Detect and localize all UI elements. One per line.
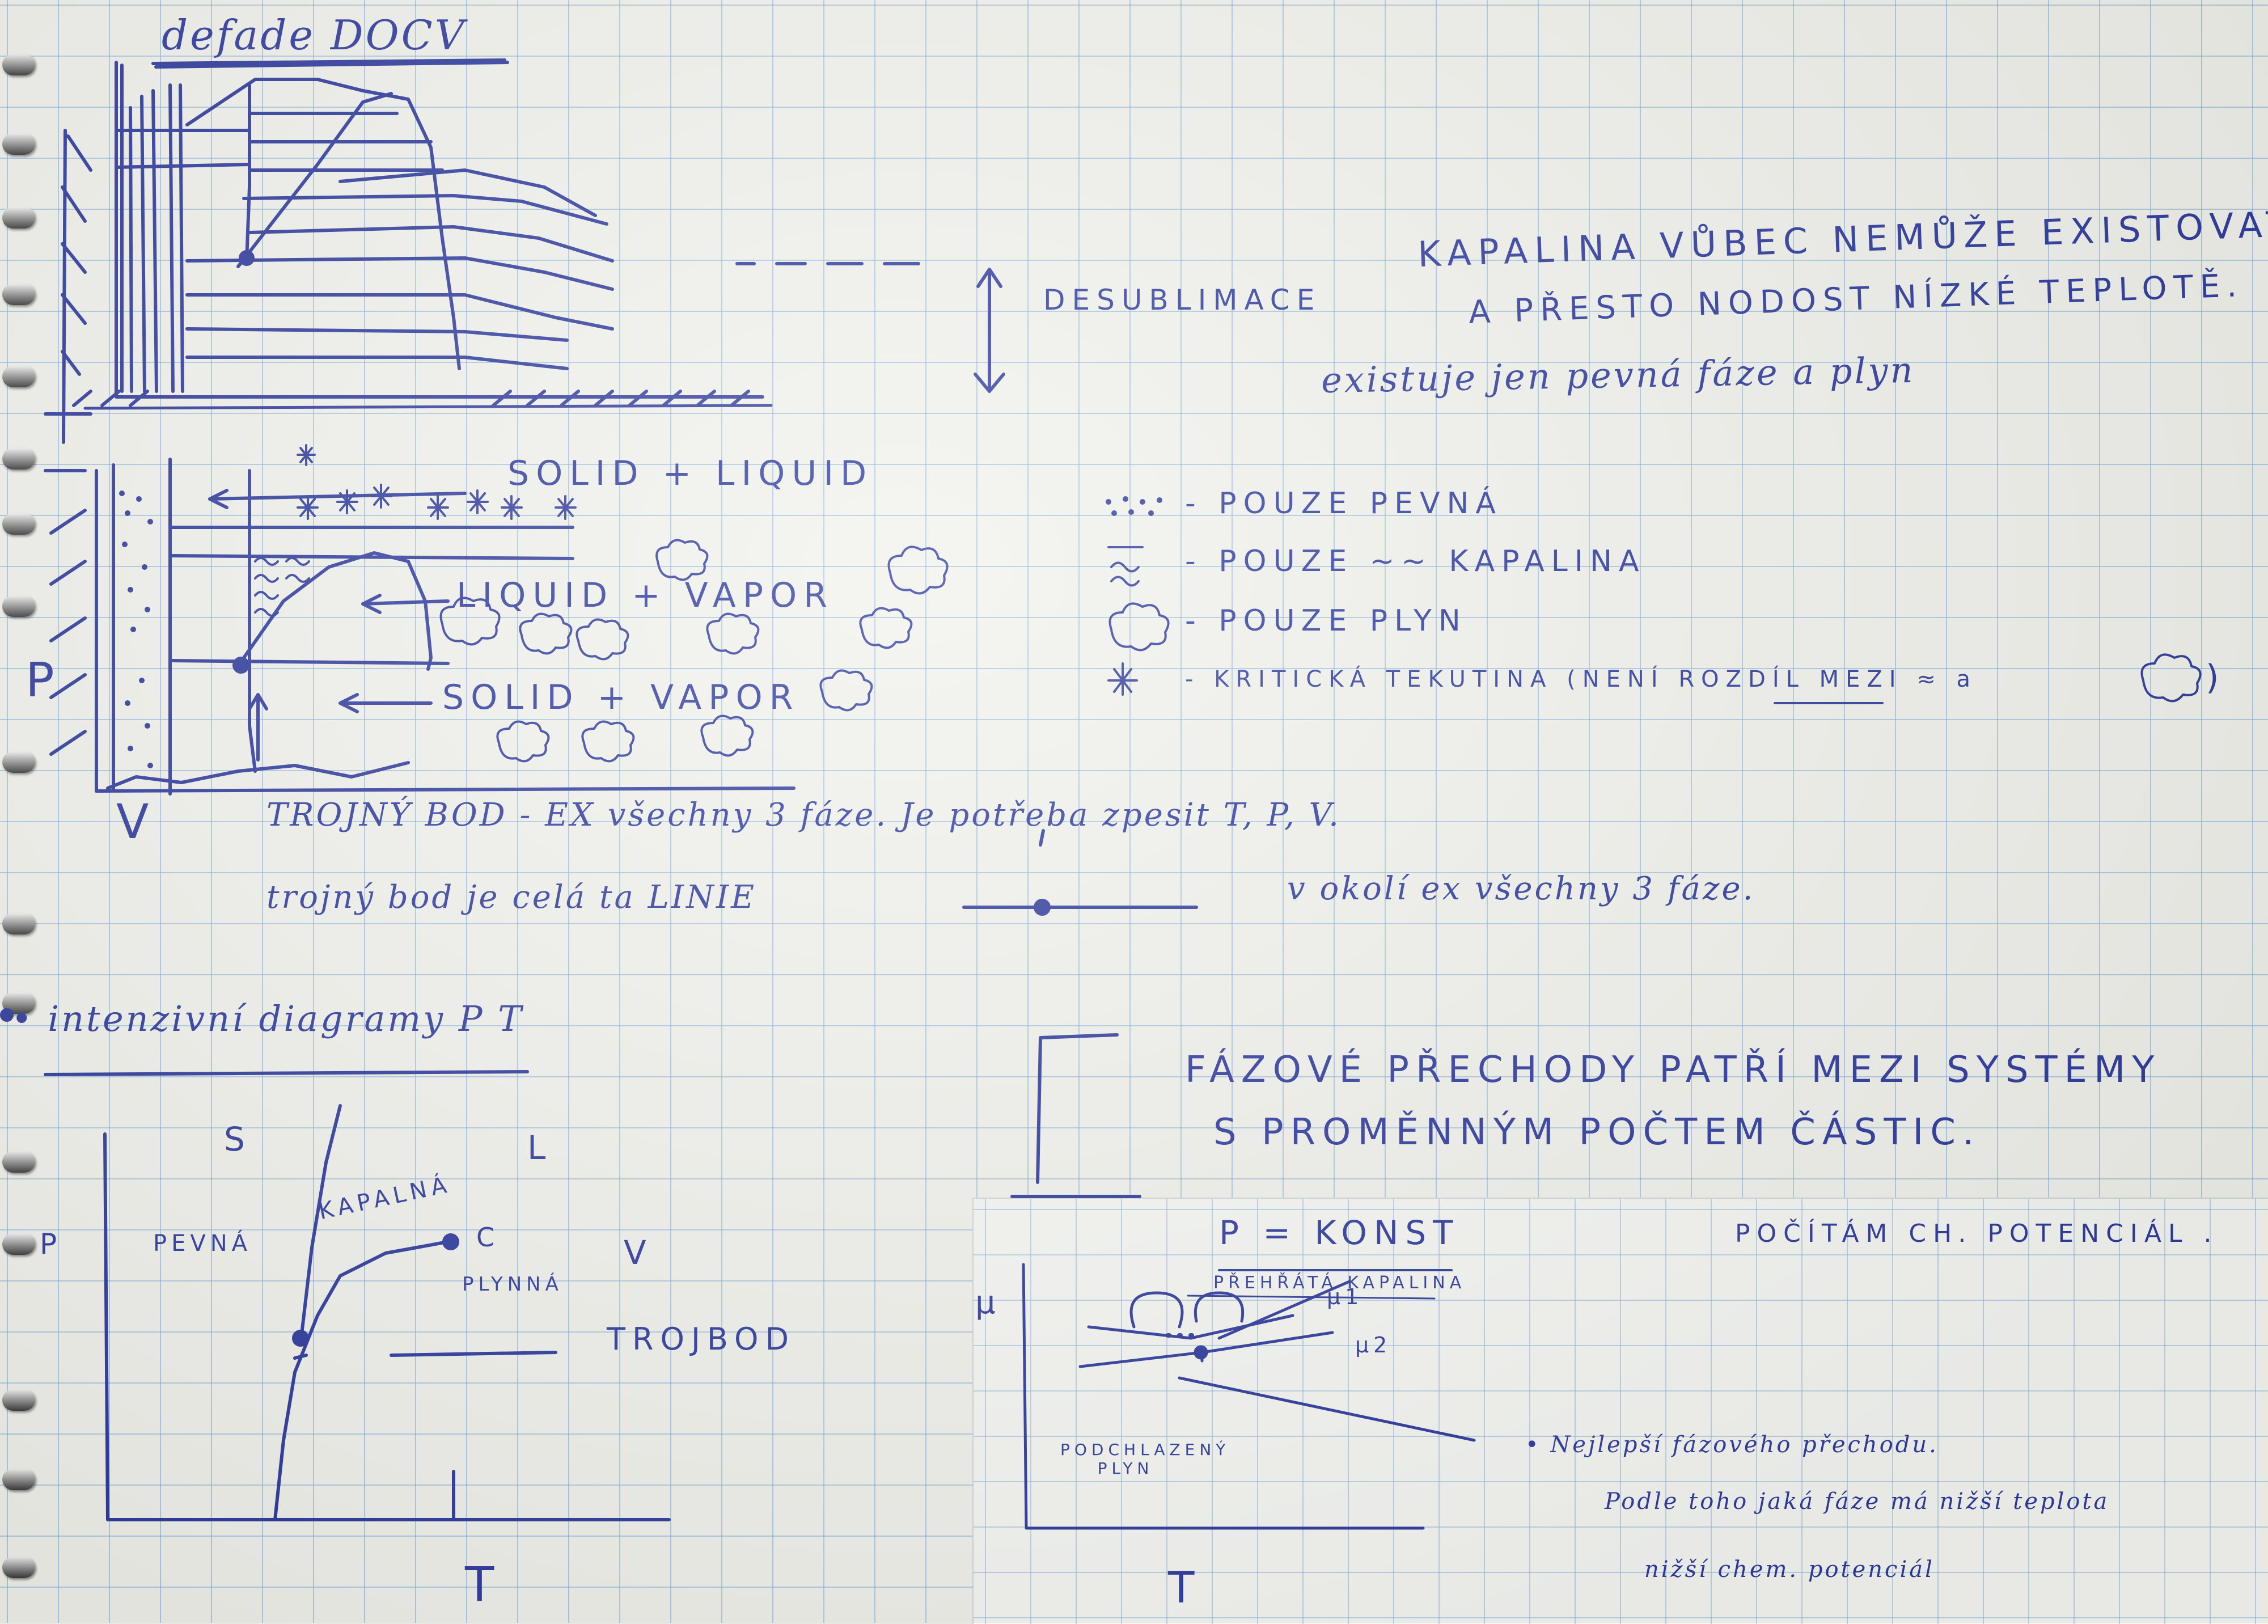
pt-v-label: V [624, 1233, 653, 1272]
phase-note-line1: FÁZOVÉ PŘECHODY PATŘÍ MEZI SYSTÉMY [1185, 1049, 2161, 1091]
legend-solid: - POUZE PEVNÁ [1185, 487, 1503, 521]
pt-s-label: S [224, 1120, 252, 1158]
inset-note2: Podle toho jaká fáze má nižší teplota [1605, 1488, 2110, 1515]
solid-dots [119, 490, 153, 768]
pt-p-axis: P [40, 1228, 64, 1261]
solid-vapor-label: SOLID + VAPOR [442, 678, 800, 717]
pt-pevna: PEVNÁ [153, 1230, 252, 1257]
liquid-vapor-label: LIQUID + VAPOR [456, 576, 834, 615]
inset-prehrata: PŘEHŘÁTÁ KAPALINA [1213, 1273, 1466, 1293]
heading-underline [44, 1070, 529, 1076]
triple-point-line2: trojný bod je celá ta LINIE [266, 879, 756, 916]
legend-critical: - KRITICKÁ TEKUTINA (NENÍ ROZDÍL MEZI ≈ … [1185, 666, 1978, 692]
inset-podchlazeny: PODCHLAZENÝ PLYN [1060, 1440, 1230, 1478]
spiral-ring [2, 751, 35, 773]
pt-plynna: PLYNNÁ [462, 1273, 563, 1296]
inset-mu-diagram [1022, 1263, 1476, 1530]
triple-point-line [962, 829, 1198, 916]
inset-note3: nižší chem. potenciál [1644, 1557, 1935, 1583]
legend-close-paren: ) [2206, 658, 2226, 697]
legend-icons [1106, 496, 2202, 704]
legend-gas: - POUZE PLYN [1185, 604, 1467, 638]
spiral-ring [2, 366, 35, 387]
triple-point-line1: TROJNÝ BOD - EX všechny 3 fáze. Je potře… [266, 797, 1341, 834]
inset-pocitani: POČÍTÁM CH. POTENCIÁL . [1735, 1219, 2219, 1248]
vapor-clouds [439, 539, 949, 763]
spiral-ring [2, 1389, 35, 1411]
desublimace-arrow [974, 268, 1005, 393]
inset-note1: • Nejlepší fázového přechodu. [1525, 1432, 1939, 1458]
spiral-ring [2, 913, 35, 934]
inset-photo [972, 1198, 2268, 1624]
pt-l-label: L [527, 1128, 553, 1167]
pt-heading: • intenzivní diagramy P T [11, 998, 524, 1039]
pv-v-axis: V [116, 794, 155, 849]
title-underline [151, 58, 506, 65]
spiral-ring [2, 207, 35, 229]
pt-diagram [103, 1104, 671, 1521]
inset-mu-axis: μ [975, 1284, 1002, 1321]
pv-p-axis: P [26, 652, 60, 708]
legend-liquid: - POUZE ~~ KAPALINA [1185, 544, 1646, 578]
spiral-ring [2, 513, 35, 535]
phase-note-line2: S PROMĚNNÝM POČTEM ČÁSTIC. [1213, 1111, 1981, 1153]
spiral-ring [2, 1233, 35, 1255]
inset-title: P = KONST [1219, 1213, 1460, 1252]
spiral-ring [2, 133, 35, 155]
triple-point-line3: v okolí ex všechny 3 fáze. [1287, 870, 1755, 907]
desublimace-label: DESUBLIMACE [1043, 284, 1322, 316]
inset-mu2: μ2 [1355, 1333, 1392, 1357]
solid-liquid-label: SOLID + LIQUID [507, 454, 874, 493]
spiral-ring [2, 1151, 35, 1173]
spiral-binding [0, 0, 40, 1623]
pt-t-axis: T [465, 1557, 500, 1612]
bracket-mark [1010, 1033, 1141, 1198]
pt-trojbod: TROJBOD [607, 1321, 796, 1357]
pv-diagram [44, 390, 949, 796]
pvt-surface-sketch [61, 61, 920, 444]
pt-c-label: C [476, 1222, 502, 1253]
spiral-ring [2, 448, 35, 470]
spiral-ring [2, 1469, 35, 1490]
bullet-dot [0, 1008, 14, 1022]
spiral-ring [2, 595, 35, 617]
inset-mu1: μ1 [1327, 1284, 1364, 1309]
spiral-ring [2, 284, 35, 305]
inset-t-axis: T [1168, 1562, 1200, 1613]
top-left-title: defade DOCV [162, 11, 467, 59]
spiral-ring [2, 1557, 35, 1578]
spiral-ring [2, 54, 35, 75]
